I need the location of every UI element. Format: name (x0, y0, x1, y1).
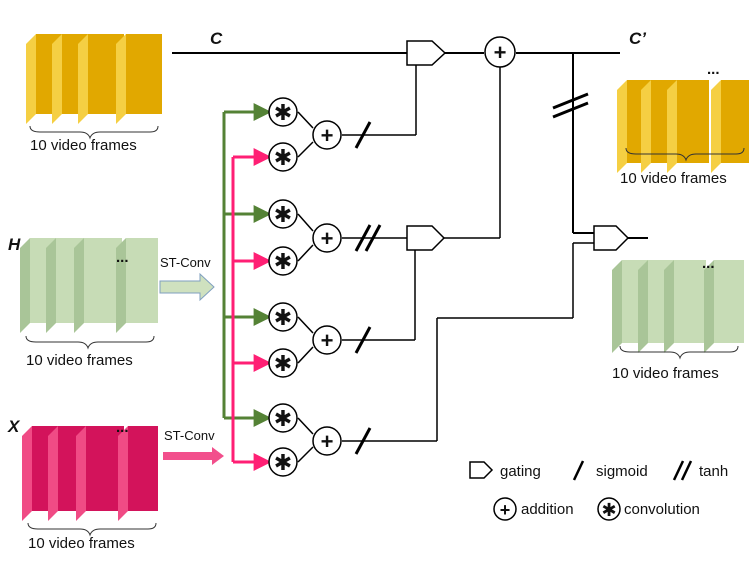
input-feed-lines (231, 148, 272, 471)
frames-caption-c: 10 video frames (30, 137, 137, 154)
input-frames (22, 426, 158, 521)
svg-text:✱: ✱ (274, 406, 292, 431)
legend-convolution-icon: ✱ (597, 497, 621, 521)
svg-text:✱: ✱ (274, 100, 292, 125)
legend-tanh-label: tanh (699, 463, 728, 480)
output-hidden-frames (612, 260, 744, 353)
legend-sigmoid-label: sigmoid (596, 463, 648, 480)
frame (664, 260, 706, 353)
brace (25, 335, 155, 350)
frames-caption-h: 10 video frames (26, 352, 133, 369)
gate-path-1 (297, 65, 417, 158)
hidden-state-frames (20, 238, 158, 333)
conv-node: ✱ (268, 302, 298, 332)
frame (704, 260, 744, 353)
svg-text:✱: ✱ (274, 305, 292, 330)
label-h: H (8, 235, 21, 254)
addition-node: + (312, 223, 342, 253)
frame (667, 80, 709, 173)
svg-text:+: + (321, 429, 334, 454)
brace (27, 522, 157, 537)
legend-convolution-label: convolution (624, 501, 700, 518)
gate-path-2 (297, 67, 501, 262)
conv-node: ✱ (268, 246, 298, 276)
legend-addition-icon: + (493, 497, 517, 521)
label-x: X (7, 417, 21, 436)
legend-addition-label: addition (521, 501, 574, 518)
legend-tanh-icon (672, 460, 693, 481)
addition-node: + (312, 325, 342, 355)
gate-path-4 (297, 242, 594, 463)
dots-h: ... (116, 249, 129, 266)
conv-node: ✱ (268, 97, 298, 127)
label-c-prime: C’ (629, 29, 646, 48)
frames-caption-x: 10 video frames (28, 535, 135, 552)
addition-node: + (312, 426, 342, 456)
svg-text:+: + (321, 123, 334, 148)
label-c: C (210, 29, 223, 48)
svg-text:+: + (321, 226, 334, 251)
svg-text:+: + (494, 40, 507, 65)
output-cell-frames (617, 80, 749, 173)
dots-c-out: ... (707, 61, 720, 78)
legend: gating sigmoid tanh + addition ✱ convolu… (469, 460, 728, 521)
frame (76, 426, 124, 521)
brace (625, 147, 745, 162)
gate-forget (406, 40, 447, 66)
sigmoid-marker (354, 121, 372, 149)
svg-text:+: + (321, 328, 334, 353)
conv-node: ✱ (268, 348, 298, 378)
conv-node: ✱ (268, 403, 298, 433)
frames-caption-h-out: 10 video frames (612, 365, 719, 382)
sigmoid-marker (354, 427, 372, 455)
brace (619, 345, 739, 360)
svg-text:✱: ✱ (274, 249, 292, 274)
st-conv-label-h: ST-Conv (160, 255, 211, 270)
legend-gating-icon (469, 461, 494, 479)
dots-h-out: ... (702, 255, 715, 272)
svg-text:✱: ✱ (274, 351, 292, 376)
legend-gating-label: gating (500, 463, 541, 480)
frames-caption-c-out: 10 video frames (620, 170, 727, 187)
addition-node: + (312, 120, 342, 150)
st-conv-label-x: ST-Conv (164, 428, 215, 443)
tanh-marker (552, 92, 589, 119)
hidden-feed-lines (222, 103, 272, 427)
svg-text:✱: ✱ (274, 145, 292, 170)
frame (116, 34, 162, 124)
svg-text:✱: ✱ (274, 450, 292, 475)
dots-x: ... (116, 419, 129, 436)
st-conv-arrow-h (159, 272, 215, 302)
svg-text:✱: ✱ (274, 202, 292, 227)
conv-node: ✱ (268, 142, 298, 172)
frame (118, 426, 158, 521)
frame (116, 238, 158, 333)
cell-state-frames (26, 34, 162, 124)
gate-input (406, 225, 446, 251)
brace (29, 125, 159, 140)
gate-path-3 (297, 250, 416, 364)
cell-state-line (172, 52, 648, 239)
conv-node: ✱ (268, 199, 298, 229)
sigmoid-marker (354, 326, 372, 354)
legend-sigmoid-icon (572, 460, 585, 481)
addition-node-main: + (484, 36, 516, 68)
frame (74, 238, 122, 333)
svg-text:+: + (500, 500, 511, 520)
tanh-marker (354, 224, 382, 252)
gate-output (593, 225, 630, 251)
conv-node: ✱ (268, 447, 298, 477)
st-conv-arrow-x (163, 447, 224, 465)
svg-text:✱: ✱ (601, 500, 616, 520)
frame (711, 80, 749, 173)
